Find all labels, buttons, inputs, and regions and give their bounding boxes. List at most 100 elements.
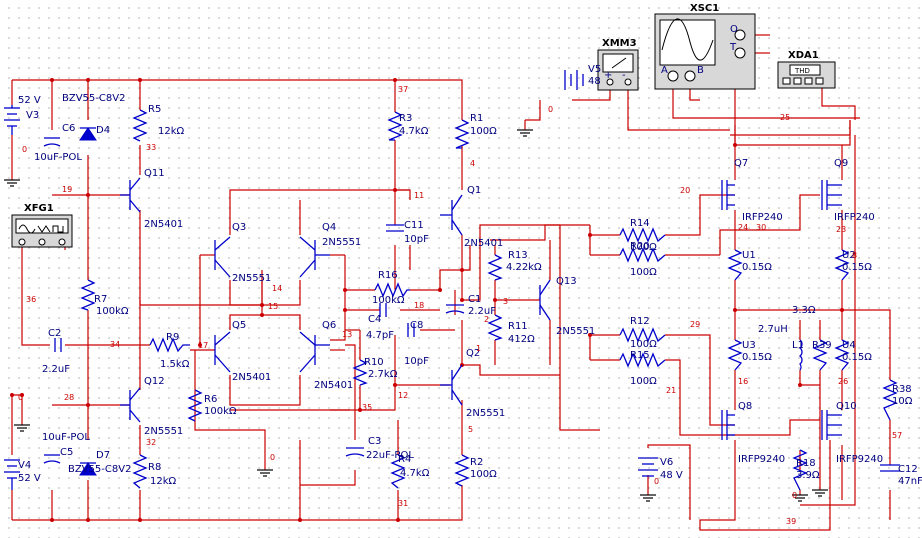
label-c2-0: C2 <box>48 328 61 339</box>
label-q10-1: IRFP9240 <box>836 454 883 465</box>
label-r4-0: R4 <box>398 454 411 465</box>
label-r1-1: 100Ω <box>470 126 497 137</box>
label-v6-1: 48 V <box>660 470 683 481</box>
label-r13-1: 4.22kΩ <box>506 262 542 273</box>
label-r3-0: R3 <box>399 113 412 124</box>
label-r11-1: 412Ω <box>508 334 535 345</box>
component-symbols <box>4 70 900 491</box>
net-label-17-0: 17 <box>198 341 208 350</box>
xmm3-label: XMM3 <box>602 38 637 49</box>
net-label-36-0: 36 <box>26 295 36 304</box>
label-q11-0: Q11 <box>144 168 165 179</box>
label-c1-0: C1 <box>468 294 481 305</box>
label-v5-1: 48 <box>588 76 601 87</box>
label-q5-0: Q5 <box>232 320 246 331</box>
label-q12-1: 2N5551 <box>144 426 183 437</box>
label-u4-0: U4 <box>842 340 856 351</box>
label-r7-1: 100kΩ <box>96 306 129 317</box>
label-r6-0: R6 <box>204 394 217 405</box>
svg-text:T: T <box>729 42 737 53</box>
net-label-8-0: 8 <box>852 251 857 260</box>
distortion-analyzer-xda1[interactable]: XDA1 THD <box>777 50 836 89</box>
net-label-3-0: 3 <box>503 297 508 306</box>
label-u1-0: U1 <box>742 250 756 261</box>
label-r18-1: 3.9Ω <box>796 470 820 481</box>
label-c11-1: 10pF <box>404 234 429 245</box>
label-v3-1: V3 <box>26 110 39 121</box>
net-label-24-0: 24 <box>738 223 748 232</box>
label-q3-0: Q3 <box>232 222 246 233</box>
label-u3-1: 0.15Ω <box>742 352 772 363</box>
label-c2-1: 2.2uF <box>42 364 70 375</box>
net-label-13-0: 13 <box>342 330 352 339</box>
label-c11-0: C11 <box>404 220 424 231</box>
net-label-30-0: 30 <box>756 223 766 232</box>
label-u4-1: 0.15Ω <box>842 352 872 363</box>
wires <box>11 34 891 531</box>
net-labels: 0000001936283433323137411112131415161718… <box>18 85 902 526</box>
net-label-2-0: 2 <box>484 315 489 324</box>
label-c6-0: C6 <box>62 123 75 134</box>
svg-text:O: O <box>730 24 738 35</box>
label-r12-0: R12 <box>630 316 650 327</box>
label-q3-1: 2N5551 <box>232 273 271 284</box>
net-label-15-0: 15 <box>268 302 278 311</box>
ground-symbols <box>4 129 828 502</box>
label-q9-1: IRFP240 <box>834 212 875 223</box>
label-v4-1: 52 V <box>18 473 41 484</box>
label-r8-1: 12kΩ <box>150 476 177 487</box>
net-label-19-0: 19 <box>62 185 72 194</box>
net-label-37-0: 37 <box>398 85 408 94</box>
label-c12-1: 47nF <box>898 476 922 487</box>
label-c3-1: 22uF-POL <box>366 450 414 461</box>
label-r9-0: R9 <box>166 332 179 343</box>
label-l1-1: L1 <box>792 340 804 351</box>
oscilloscope-xsc1[interactable]: XSC1 A B O T <box>654 3 756 90</box>
net-label-0-0: 0 <box>22 145 27 154</box>
net-label-21-0: 21 <box>666 386 676 395</box>
label-d4-0: BZV55-C8V2 <box>62 93 125 104</box>
function-generator-xfg1[interactable]: XFG1 <box>11 203 73 248</box>
label-c8-1: 10pF <box>404 356 429 367</box>
net-label-35-0: 35 <box>362 403 372 412</box>
net-label-4-0: 4 <box>470 159 475 168</box>
label-r38-0: R38 <box>892 384 912 395</box>
label-r20-1: 100Ω <box>630 267 657 278</box>
label-q12-0: Q12 <box>144 376 165 387</box>
label-q2-1: 2N5551 <box>466 408 505 419</box>
label-r2-1: 100Ω <box>470 469 497 480</box>
label-r9-1: 1.5kΩ <box>160 359 190 370</box>
label-v4-0: V4 <box>18 460 31 471</box>
label-q10-0: Q10 <box>836 401 857 412</box>
net-label-0-4: 0 <box>654 477 659 486</box>
net-label-20-0: 20 <box>680 186 690 195</box>
label-r13-0: R13 <box>508 250 528 261</box>
net-label-0-5: 0 <box>792 491 797 500</box>
label-r14-1: 100Ω <box>630 242 657 253</box>
multimeter-xmm3[interactable]: XMM3 + - <box>597 38 639 91</box>
label-r16-0: R16 <box>378 270 398 281</box>
label-c5-0: 10uF-POL <box>42 432 90 443</box>
label-q2-0: Q2 <box>466 348 480 359</box>
net-label-18-0: 18 <box>414 301 424 310</box>
label-c1-1: 2.2uF <box>468 306 496 317</box>
svg-text:+: + <box>604 70 612 81</box>
label-q4-1: 2N5551 <box>322 237 361 248</box>
label-r14-0: R14 <box>630 218 650 229</box>
svg-text:-: - <box>622 70 626 81</box>
label-q1-0: Q1 <box>467 185 481 196</box>
label-c12-0: C12 <box>898 464 918 475</box>
label-r39-1: R39 <box>812 340 832 351</box>
label-q6-1: 2N5401 <box>314 380 353 391</box>
net-label-12-0: 12 <box>398 391 408 400</box>
net-label-11-0: 11 <box>414 191 424 200</box>
label-r2-0: R2 <box>470 457 483 468</box>
label-q9-0: Q9 <box>834 158 848 169</box>
svg-text:A: A <box>661 65 668 76</box>
label-r20-0: R20 <box>630 241 650 252</box>
label-r1-0: R1 <box>470 113 483 124</box>
label-q1-1: 2N5401 <box>464 238 503 249</box>
label-r10-1: 2.7kΩ <box>368 369 398 380</box>
